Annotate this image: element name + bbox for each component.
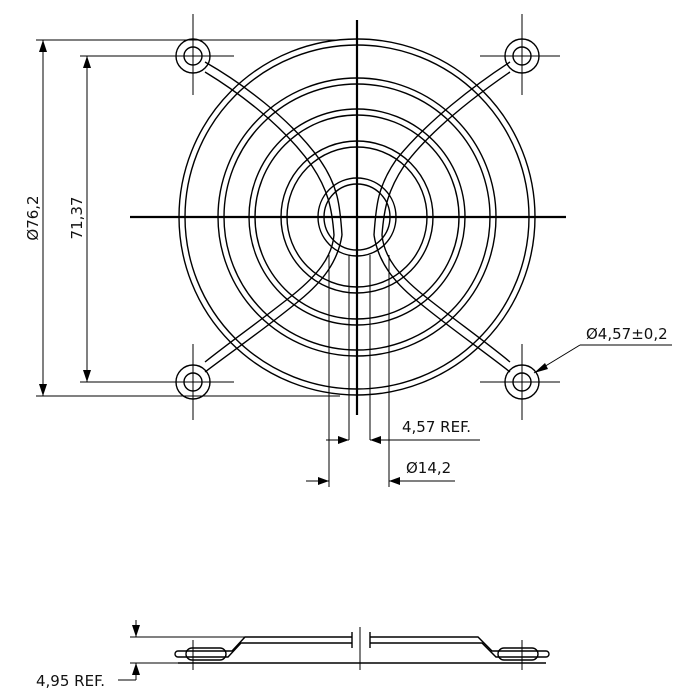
center-lines (130, 14, 566, 420)
dimension-outer-diameter: Ø76,2 (24, 39, 340, 397)
dimension-hole-diameter: Ø4,57±0,2 (533, 325, 672, 374)
hole-spacing-label: 71,37 (68, 197, 86, 240)
hole-diameter-label: Ø4,57±0,2 (586, 325, 668, 343)
top-view (130, 14, 566, 487)
side-view (174, 627, 550, 670)
dimension-hole-spacing: 71,37 (68, 55, 193, 383)
outer-diameter-label: Ø76,2 (24, 195, 42, 240)
wire-gap-label: 4,57 REF. (402, 418, 471, 436)
dimension-wire-gap: 4,57 REF. (326, 418, 480, 444)
hub-diameter-label: Ø14,2 (406, 459, 451, 477)
thickness-label: 4,95 REF. (36, 672, 105, 690)
dimension-hub-diameter: Ø14,2 (306, 459, 455, 485)
diagonal-spokes (204, 61, 511, 373)
dimension-thickness: 4,95 REF. (36, 620, 245, 690)
mounting-holes (175, 38, 540, 400)
hub-wires (328, 255, 390, 487)
